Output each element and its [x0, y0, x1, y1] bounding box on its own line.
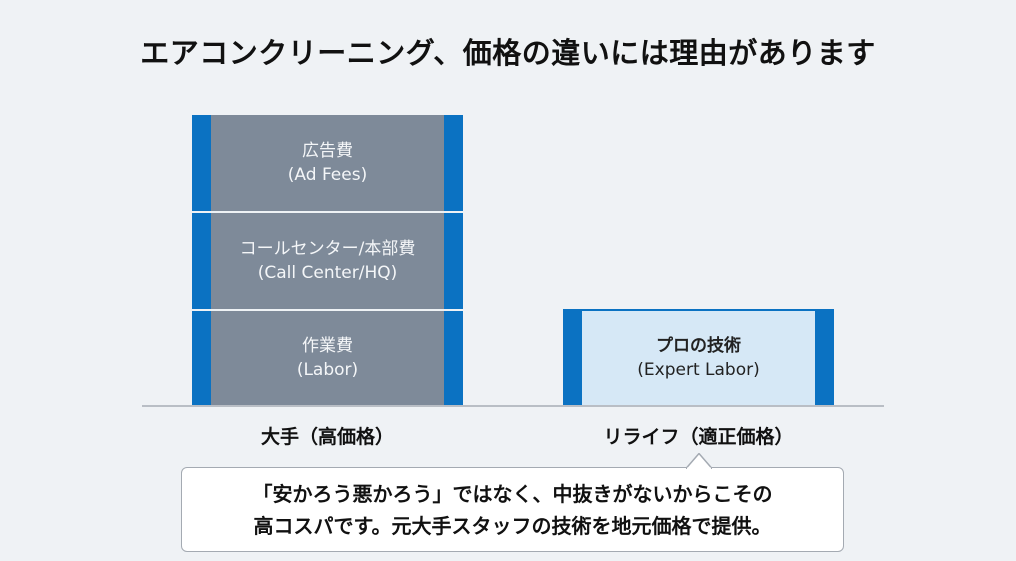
bar-edge-left — [192, 311, 211, 405]
page-title: エアコンクリーニング、価格の違いには理由があります — [140, 36, 876, 70]
segment-ad-fees: 広告費 (Ad Fees) — [192, 115, 463, 211]
segment-label-en: (Call Center/HQ) — [257, 263, 398, 283]
bar-edge-right — [444, 213, 463, 309]
segment-label-jp: プロの技術 — [656, 336, 741, 356]
segment-call-center-hq: コールセンター/本部費 (Call Center/HQ) — [192, 213, 463, 309]
category-label-relife: リライフ（適正価格） — [603, 426, 794, 448]
bar-edge-right — [815, 311, 834, 405]
callout-text: 「安かろう悪かろう」ではなく、中抜きがないからこその 高コスパです。元大手スタッ… — [182, 478, 843, 542]
segment-label-en: (Labor) — [296, 360, 359, 380]
bar-relife: プロの技術 (Expert Labor) — [563, 309, 834, 405]
bar-edge-left — [563, 311, 582, 405]
callout-line-1: 「安かろう悪かろう」ではなく、中抜きがないからこその — [252, 482, 773, 506]
segment-label-en: (Expert Labor) — [637, 360, 760, 380]
bar-edge-left — [192, 115, 211, 211]
segment-label-jp: 広告費 — [302, 141, 353, 161]
segment-label-jp: 作業費 — [302, 336, 353, 356]
category-label-major: 大手（高価格） — [260, 426, 394, 448]
segment-divider — [192, 309, 463, 311]
segment-label-en: (Ad Fees) — [287, 165, 368, 185]
segment-label-jp: コールセンター/本部費 — [239, 239, 416, 259]
bar-major-company: 広告費 (Ad Fees) コールセンター/本部費 (Call Center/H… — [192, 115, 463, 405]
callout-line-2: 高コスパです。元大手スタッフの技術を地元価格で提供。 — [253, 514, 772, 538]
bar-edge-right — [444, 115, 463, 211]
segment-expert-labor: プロの技術 (Expert Labor) — [563, 309, 834, 405]
chart-baseline — [142, 405, 884, 407]
segment-labor: 作業費 (Labor) — [192, 311, 463, 405]
segment-divider — [192, 211, 463, 213]
bar-edge-right — [444, 311, 463, 405]
callout-box: 「安かろう悪かろう」ではなく、中抜きがないからこその 高コスパです。元大手スタッ… — [181, 467, 844, 552]
callout-pointer-icon — [686, 453, 712, 469]
bar-edge-left — [192, 213, 211, 309]
